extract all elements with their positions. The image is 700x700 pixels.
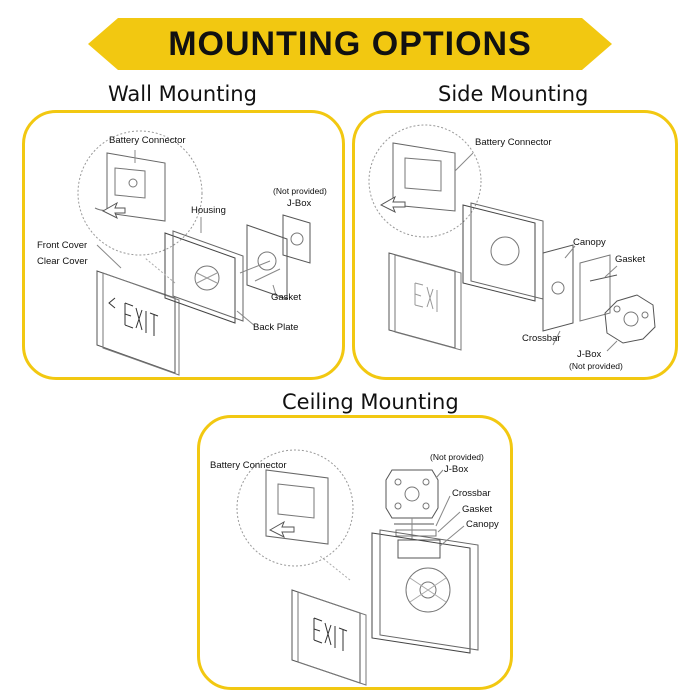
ceiling-mounting-diagram — [236, 449, 479, 686]
crossbar-label: Crossbar — [522, 333, 561, 344]
ceiling-mounting-panel: Battery Connector (Not provided) J-Box C… — [197, 415, 513, 690]
gasket-label: Gasket — [271, 292, 302, 303]
not-provided-label: (Not provided) — [273, 186, 327, 196]
battery-connector-label: Battery Connector — [210, 460, 287, 471]
banner-arrow-shape — [88, 18, 612, 70]
not-provided-label: (Not provided) — [430, 452, 484, 462]
front-cover-label: Front Cover — [37, 240, 88, 251]
back-plate-label: Back Plate — [253, 322, 299, 333]
canopy-label: Canopy — [573, 237, 606, 248]
battery-connector-label: Battery Connector — [475, 137, 552, 148]
arrow-icon — [379, 195, 406, 214]
jbox-label: J-Box — [287, 198, 312, 209]
gasket-label: Gasket — [615, 254, 646, 265]
page-title: MOUNTING OPTIONS — [168, 25, 532, 63]
exit-sign-icon — [313, 617, 348, 651]
title-banner: MOUNTING OPTIONS — [0, 18, 700, 70]
exit-sign-icon — [108, 297, 159, 336]
gasket-label: Gasket — [462, 504, 493, 515]
side-mounting-title: Side Mounting — [438, 82, 589, 106]
ceiling-mounting-title: Ceiling Mounting — [282, 390, 459, 414]
wall-mounting-diagram — [77, 130, 311, 376]
jbox-label: J-Box — [577, 349, 602, 360]
housing-label: Housing — [191, 205, 226, 216]
wall-mounting-title: Wall Mounting — [108, 82, 257, 106]
not-provided-label: (Not provided) — [569, 361, 623, 371]
wall-mounting-panel: Battery Connector (Not provided) J-Box H… — [22, 110, 345, 380]
jbox-label: J-Box — [444, 464, 469, 475]
side-mounting-diagram — [368, 124, 656, 352]
side-mounting-panel: Battery Connector Canopy Gasket Crossbar… — [352, 110, 678, 380]
arrow-icon — [101, 201, 126, 220]
crossbar-label: Crossbar — [452, 488, 491, 499]
arrow-icon — [268, 520, 295, 539]
canopy-label: Canopy — [466, 519, 499, 530]
exit-sign-icon — [414, 282, 438, 312]
battery-connector-label: Battery Connector — [109, 135, 186, 146]
clear-cover-label: Clear Cover — [37, 256, 88, 267]
